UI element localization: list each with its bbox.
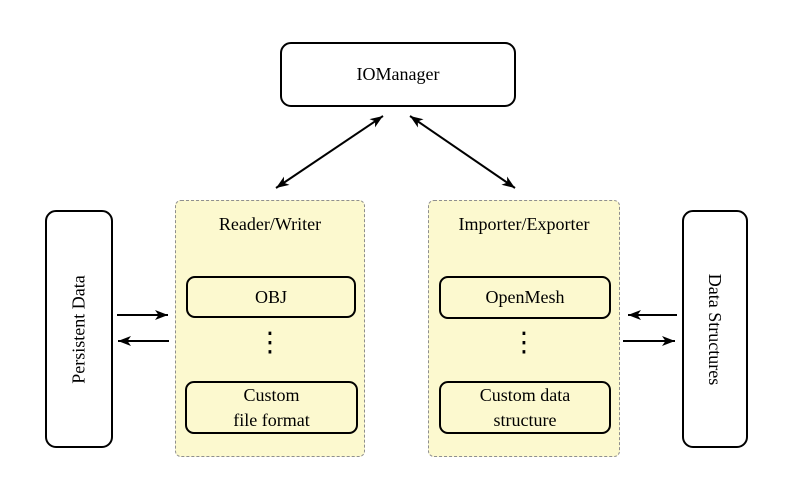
box-openmesh-label: OpenMesh: [485, 287, 565, 307]
box-openmesh: OpenMesh: [439, 276, 611, 319]
box-custom-file-format-label: Custom file format: [233, 384, 310, 430]
group-importer-exporter-title: Importer/Exporter: [458, 214, 590, 234]
group-reader-writer: Reader/Writer OBJ ⋮ Custom file format: [175, 200, 365, 457]
node-persistent-data-label: Persistent Data: [68, 274, 89, 384]
box-custom-data-structure-label: Custom data structure: [479, 384, 571, 430]
group-reader-writer-title: Reader/Writer: [218, 214, 322, 234]
box-custom-data-structure: Custom data structure: [439, 381, 611, 434]
node-data-structures: Data Structures: [682, 210, 748, 448]
box-custom-file-format: Custom file format: [185, 381, 358, 434]
node-data-structures-label: Data Structures: [705, 273, 726, 385]
node-persistent-data: Persistent Data: [45, 210, 113, 448]
box-obj-label: OBJ: [254, 286, 287, 307]
node-iomanager: IOManager: [280, 42, 516, 107]
box-obj: OBJ: [186, 276, 356, 318]
group-importer-exporter: Importer/Exporter OpenMesh ⋮ Custom data…: [428, 200, 620, 457]
arrow-iomanager-importerexporter: [409, 115, 516, 189]
node-iomanager-label: IOManager: [356, 64, 440, 84]
arrow-iomanager-readerwriter: [275, 115, 384, 189]
ellipsis-reader-writer: ⋮: [256, 327, 284, 358]
ellipsis-importer-exporter: ⋮: [510, 327, 538, 358]
